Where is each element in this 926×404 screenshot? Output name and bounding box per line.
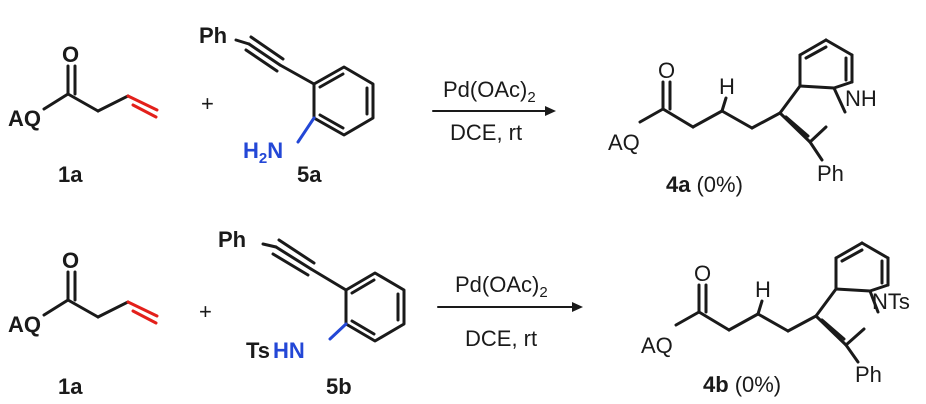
carbonyl-oxygen-label: O [62, 42, 79, 67]
aq-group-label: AQ [608, 130, 640, 155]
row2-reactant-1a: AQ O 1a [8, 248, 159, 399]
phenyl-label: Ph [817, 161, 844, 186]
solvent-label: DCE, rt [465, 326, 537, 351]
row2-product-4b: AQ O H NTs Ph 4b(0%) [641, 241, 910, 397]
row1-reactant-1a: AQ O 1a [8, 42, 159, 187]
compound-label-5a: 5a [297, 162, 322, 187]
reagent-label: Pd(OAc)2 [443, 77, 536, 106]
phenyl-label: Ph [199, 23, 227, 48]
plus-sign: + [201, 91, 214, 116]
row1-conditions: Pd(OAc)2 DCE, rt [432, 77, 556, 145]
indole-nts-label: NTs [872, 289, 910, 314]
compound-label-1a: 1a [58, 374, 83, 399]
carbonyl-oxygen-label: O [62, 248, 79, 273]
row1-reactant-5a: Ph H2N 5a [199, 23, 375, 187]
compound-label-4b: 4b(0%) [703, 372, 781, 397]
carbonyl-oxygen-label: O [694, 261, 711, 286]
amine-label: H2N [243, 138, 283, 167]
phenyl-label: Ph [855, 362, 882, 387]
compound-label-5b: 5b [326, 374, 352, 399]
plus-sign: + [199, 299, 212, 324]
aq-group-label: AQ [641, 333, 673, 358]
aq-group-label: AQ [8, 106, 41, 131]
indole-nh-label: NH [845, 86, 877, 111]
phenyl-label: Ph [218, 227, 246, 252]
aq-group-label: AQ [8, 312, 41, 337]
methine-h-label: H [719, 74, 735, 99]
compound-label-1a: 1a [58, 162, 83, 187]
row1-product-4a: AQ O H NH Ph 4a(0%) [608, 38, 877, 197]
solvent-label: DCE, rt [450, 120, 522, 145]
row2-conditions: Pd(OAc)2 DCE, rt [437, 272, 583, 351]
carbonyl-oxygen-label: O [658, 58, 675, 83]
reagent-label: Pd(OAc)2 [455, 272, 548, 301]
compound-label-4a: 4a(0%) [666, 172, 743, 197]
methine-h-label: H [755, 277, 771, 302]
